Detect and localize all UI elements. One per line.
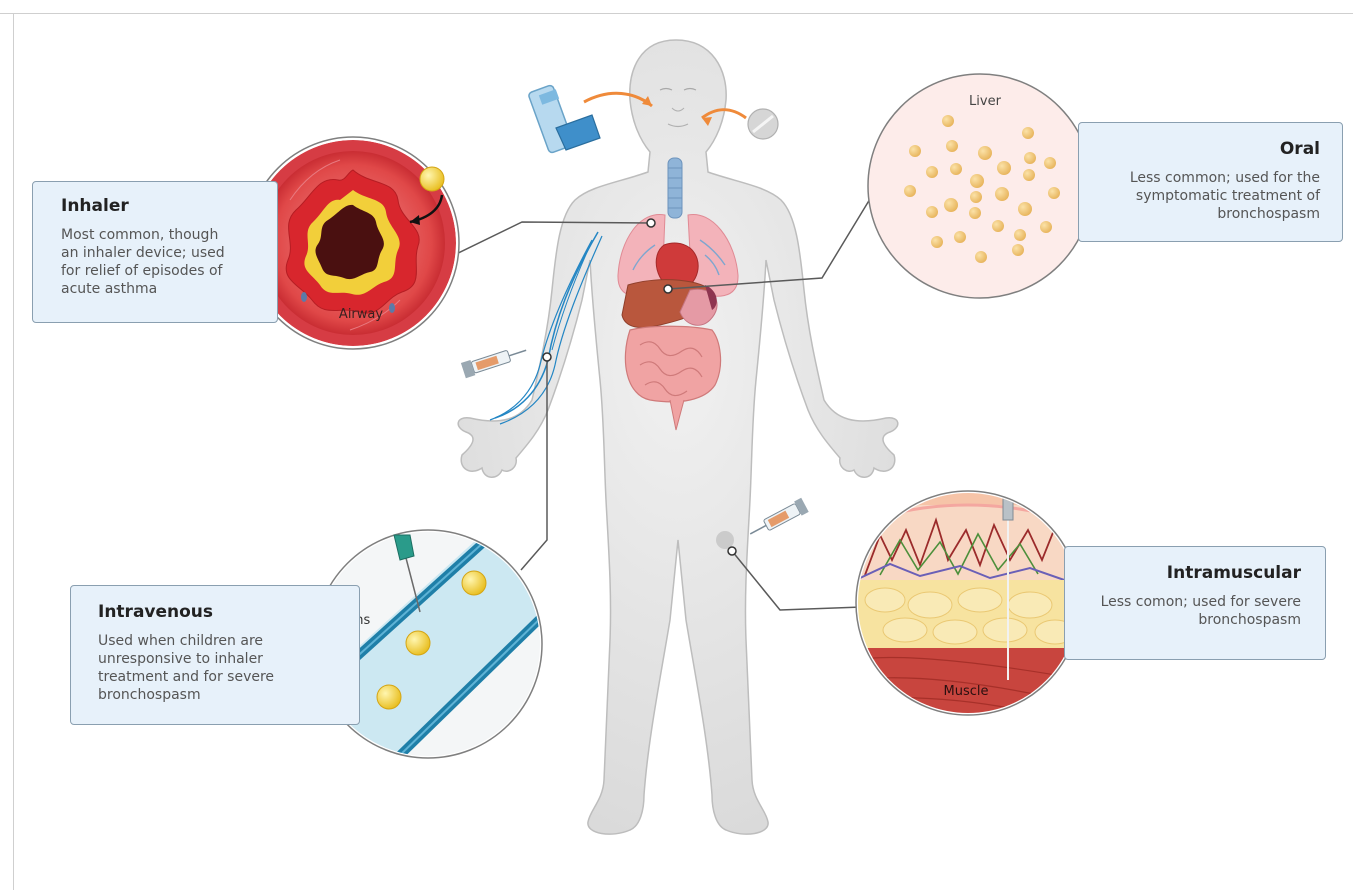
marker-liver — [664, 285, 672, 293]
inhaler-title: Inhaler — [61, 196, 237, 216]
oral-title: Oral — [1107, 139, 1320, 159]
intravenous-title: Intravenous — [98, 602, 319, 622]
muscle-inset: Muscle — [855, 490, 1085, 725]
pill-icon — [748, 109, 778, 139]
intravenous-card: Intravenous Used when children are unres… — [70, 585, 360, 725]
muscle-label: Muscle — [944, 684, 989, 699]
liver-inset: Liver — [868, 74, 1092, 298]
liver-label: Liver — [969, 94, 1002, 109]
inhaler-description: Most common, though an inhaler device; u… — [61, 226, 237, 298]
marker-thigh — [728, 547, 736, 555]
intramuscular-card: Intramuscular Less comon; used for sever… — [1064, 546, 1326, 660]
airway-label: Airway — [339, 307, 383, 322]
human-body — [458, 40, 898, 834]
inhaler-icon — [528, 84, 600, 153]
marker-lungs — [647, 219, 655, 227]
inhaler-card: Inhaler Most common, though an inhaler d… — [32, 181, 278, 323]
oral-description: Less common; used for the symptomatic tr… — [1107, 169, 1320, 223]
intramuscular-title: Intramuscular — [1093, 563, 1301, 583]
syringe-icon — [461, 343, 529, 379]
syringe-icon — [746, 498, 808, 541]
oral-card: Oral Less common; used for the symptomat… — [1078, 122, 1343, 242]
intramuscular-description: Less comon; used for severe bronchospasm — [1093, 593, 1301, 629]
connector-im — [732, 551, 862, 610]
airway-inset: Airway — [247, 137, 459, 349]
intravenous-description: Used when children are unresponsive to i… — [98, 632, 319, 704]
marker-arm — [543, 353, 551, 361]
